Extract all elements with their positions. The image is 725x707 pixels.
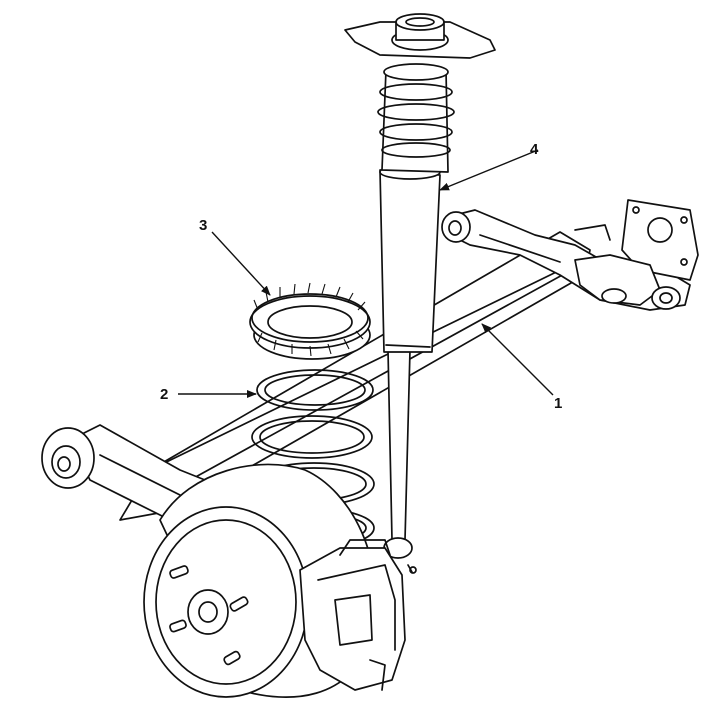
shock-absorber: [344, 13, 496, 574]
leader-3: [211, 231, 271, 296]
spring-seat: [249, 282, 371, 360]
leader-1: [481, 323, 554, 396]
leader-lines: [178, 149, 554, 398]
callout-3: 3: [199, 217, 207, 234]
callout-2: 2: [160, 386, 168, 403]
callout-1: 1: [554, 395, 562, 412]
right-trailing-arm: [441, 199, 699, 311]
leader-4: [439, 149, 539, 191]
brake-drum: [143, 463, 406, 698]
callout-4: 4: [530, 141, 539, 158]
